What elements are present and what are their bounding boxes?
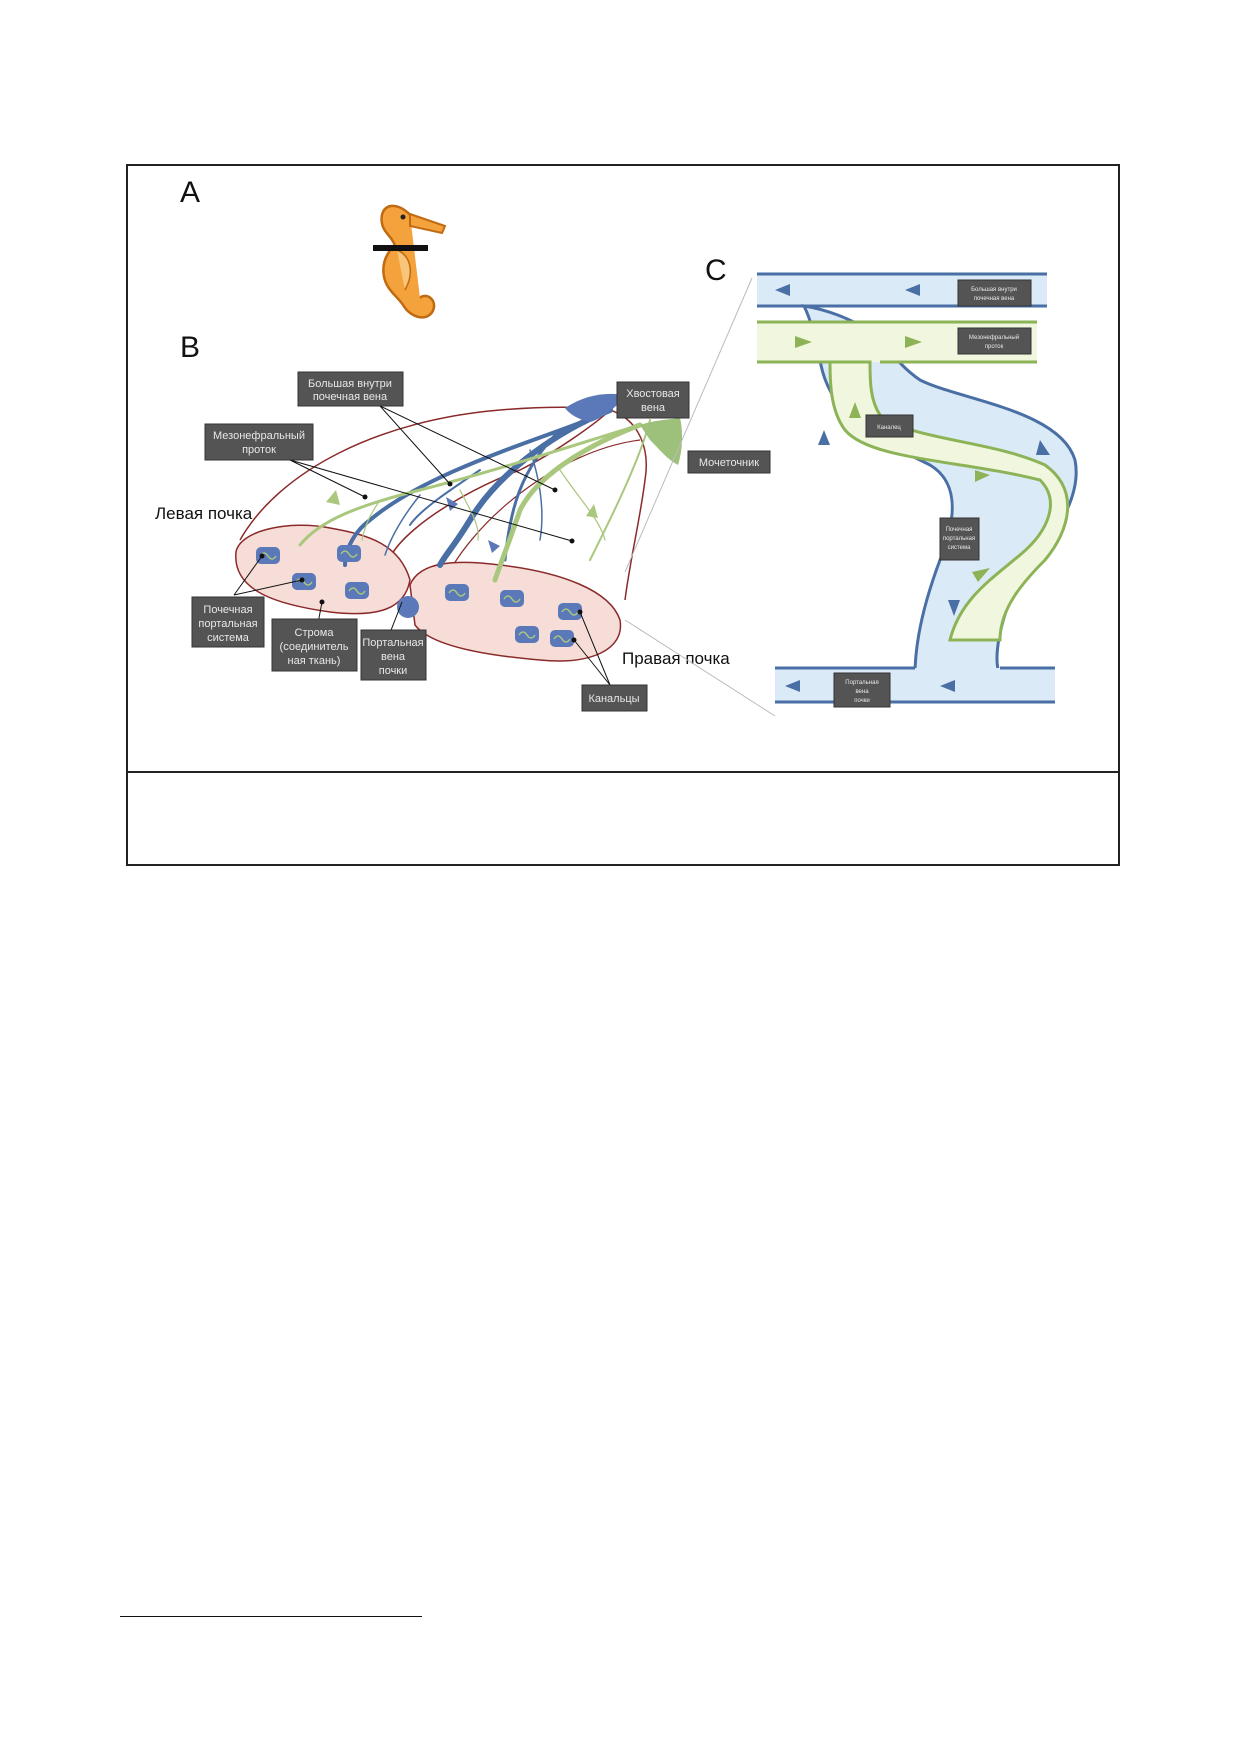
portal-vein-circle [397, 596, 419, 618]
svg-text:Мочеточник: Мочеточник [699, 457, 759, 469]
svg-text:Канальцы: Канальцы [588, 693, 639, 705]
svg-text:Мезонефральный: Мезонефральный [969, 334, 1019, 341]
right-kidney-body [409, 561, 622, 662]
svg-text:Мезонефральный: Мезонефральный [213, 430, 305, 442]
svg-text:Портальная: Портальная [362, 637, 423, 649]
svg-text:вена: вена [855, 689, 869, 695]
svg-text:система: система [207, 632, 250, 644]
panel-letter-c: C [705, 254, 727, 287]
duct-network [298, 419, 651, 583]
seahorse-icon [373, 204, 447, 319]
leader-dots [259, 481, 583, 643]
c-label-tubule: Каналец [865, 414, 914, 438]
svg-text:проток: проток [985, 344, 1004, 350]
kidney-diagram: A B C [155, 176, 1078, 717]
c-vein-bottom [775, 668, 1055, 702]
svg-text:Портальная: Портальная [845, 680, 878, 686]
footnote-rule [120, 1616, 422, 1617]
c-duct-arrows [795, 336, 990, 582]
caption-divider [126, 771, 1120, 773]
panel-c: Большая внутри почечная вена Мезонефраль… [757, 272, 1078, 708]
label-stroma: Строма (соединитель ная ткань) [271, 618, 358, 672]
c-label-meso-duct: Мезонефральный проток [957, 327, 1032, 355]
svg-text:почки: почки [379, 665, 408, 677]
svg-text:портальная: портальная [198, 618, 257, 630]
left-kidney-label: Левая почка [155, 504, 253, 523]
svg-text:почечная вена: почечная вена [974, 296, 1015, 302]
svg-text:Хвостовая: Хвостовая [626, 388, 680, 400]
svg-text:Большая внутри: Большая внутри [971, 287, 1017, 293]
svg-text:(соединитель: (соединитель [280, 641, 349, 653]
svg-text:вена: вена [641, 402, 666, 414]
label-ureter: Мочеточник [687, 450, 771, 474]
c-flow-arrows [775, 284, 1050, 692]
c-label-portal-vein: Портальная вена почки [833, 672, 891, 708]
svg-text:Почечная: Почечная [946, 527, 973, 533]
svg-text:ная ткань): ная ткань) [288, 655, 341, 667]
svg-text:проток: проток [242, 444, 276, 456]
svg-text:почечная вена: почечная вена [313, 391, 388, 403]
c-label-portal-system: Почечная портальная система [939, 517, 980, 561]
label-portal-vein: Портальная вена почки [360, 629, 427, 681]
svg-text:почки: почки [854, 698, 870, 704]
svg-text:портальная: портальная [943, 536, 975, 542]
c-label-big-vein: Большая внутри почечная вена [957, 279, 1032, 307]
svg-text:Большая внутри: Большая внутри [308, 378, 392, 390]
label-portal-system: Почечная портальная система [191, 596, 265, 648]
svg-text:вена: вена [381, 651, 406, 663]
figure-frame [126, 164, 1120, 866]
zoom-lines [624, 277, 776, 717]
svg-text:система: система [948, 545, 971, 551]
svg-text:Каналец: Каналец [877, 425, 901, 431]
label-meso-duct: Мезонефральный проток [204, 423, 314, 461]
label-tail-vein: Хвостовая вена [616, 381, 690, 419]
tail-vein-shape [565, 393, 625, 422]
ureter-shape [640, 418, 683, 465]
panel-letter-b: B [180, 331, 200, 364]
svg-text:Почечная: Почечная [203, 604, 252, 616]
svg-text:Строма: Строма [295, 627, 335, 639]
label-big-vein: Большая внутри почечная вена [297, 371, 404, 407]
flow-arrows [326, 490, 598, 553]
right-kidney-label: Правая почка [622, 649, 730, 668]
panel-letter-a: A [180, 176, 200, 209]
label-tubules: Канальцы [581, 684, 648, 712]
